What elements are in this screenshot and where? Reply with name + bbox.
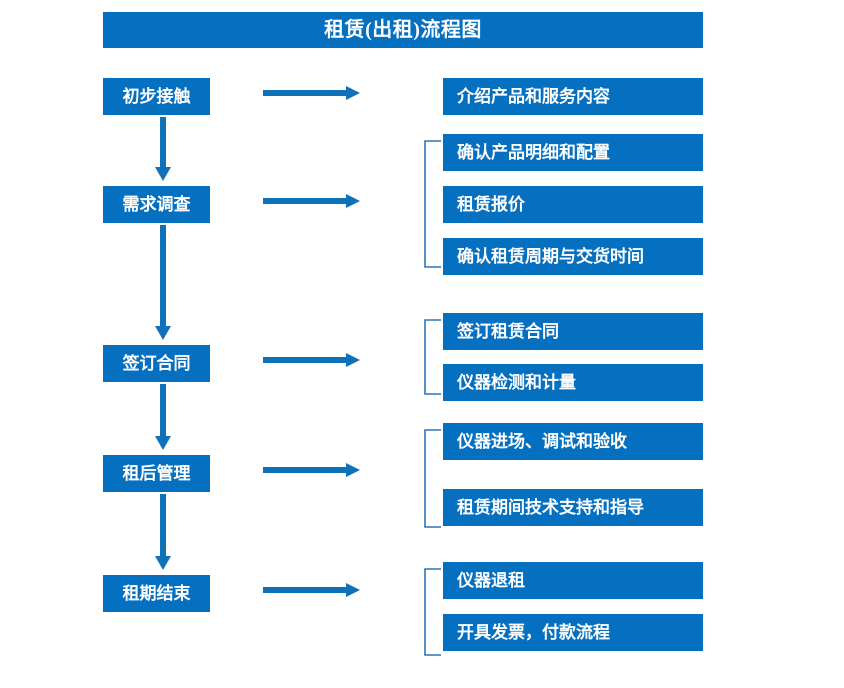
detail-box-instrument-inspection[interactable]: 仪器检测和计量 [443, 364, 703, 401]
stage-box-initial-contact[interactable]: 初步接触 [103, 78, 210, 115]
group-bracket-sign-contract [419, 313, 445, 401]
stage-box-lease-end[interactable]: 租期结束 [103, 575, 210, 612]
arrow-right-icon-1 [263, 85, 361, 101]
flowchart-title: 租赁(出租)流程图 [103, 12, 703, 48]
group-bracket-needs-survey [419, 134, 445, 274]
detail-box-confirm-product-spec[interactable]: 确认产品明细和配置 [443, 134, 703, 171]
arrow-right-icon-5 [263, 582, 361, 598]
arrow-down-icon-4 [150, 494, 176, 572]
arrow-down-icon-3 [150, 384, 176, 452]
detail-box-confirm-lease-period[interactable]: 确认租赁周期与交货时间 [443, 238, 703, 275]
detail-box-introduce-products[interactable]: 介绍产品和服务内容 [443, 78, 703, 115]
detail-box-sign-lease-contract[interactable]: 签订租赁合同 [443, 313, 703, 350]
stage-box-post-lease-management[interactable]: 租后管理 [103, 455, 210, 492]
arrow-right-icon-3 [263, 352, 361, 368]
arrow-right-icon-2 [263, 193, 361, 209]
group-bracket-lease-end [419, 562, 445, 662]
detail-box-lease-quotation[interactable]: 租赁报价 [443, 186, 703, 223]
arrow-right-icon-4 [263, 462, 361, 478]
detail-box-invoice-payment[interactable]: 开具发票，付款流程 [443, 614, 703, 651]
stage-box-needs-survey[interactable]: 需求调查 [103, 186, 210, 223]
detail-box-technical-support[interactable]: 租赁期间技术支持和指导 [443, 489, 703, 526]
arrow-down-icon-2 [150, 225, 176, 342]
arrow-down-icon-1 [150, 117, 176, 183]
stage-box-sign-contract[interactable]: 签订合同 [103, 345, 210, 382]
detail-box-instrument-installation[interactable]: 仪器进场、调试和验收 [443, 423, 703, 460]
group-bracket-post-lease [419, 423, 445, 534]
detail-box-instrument-return[interactable]: 仪器退租 [443, 562, 703, 599]
